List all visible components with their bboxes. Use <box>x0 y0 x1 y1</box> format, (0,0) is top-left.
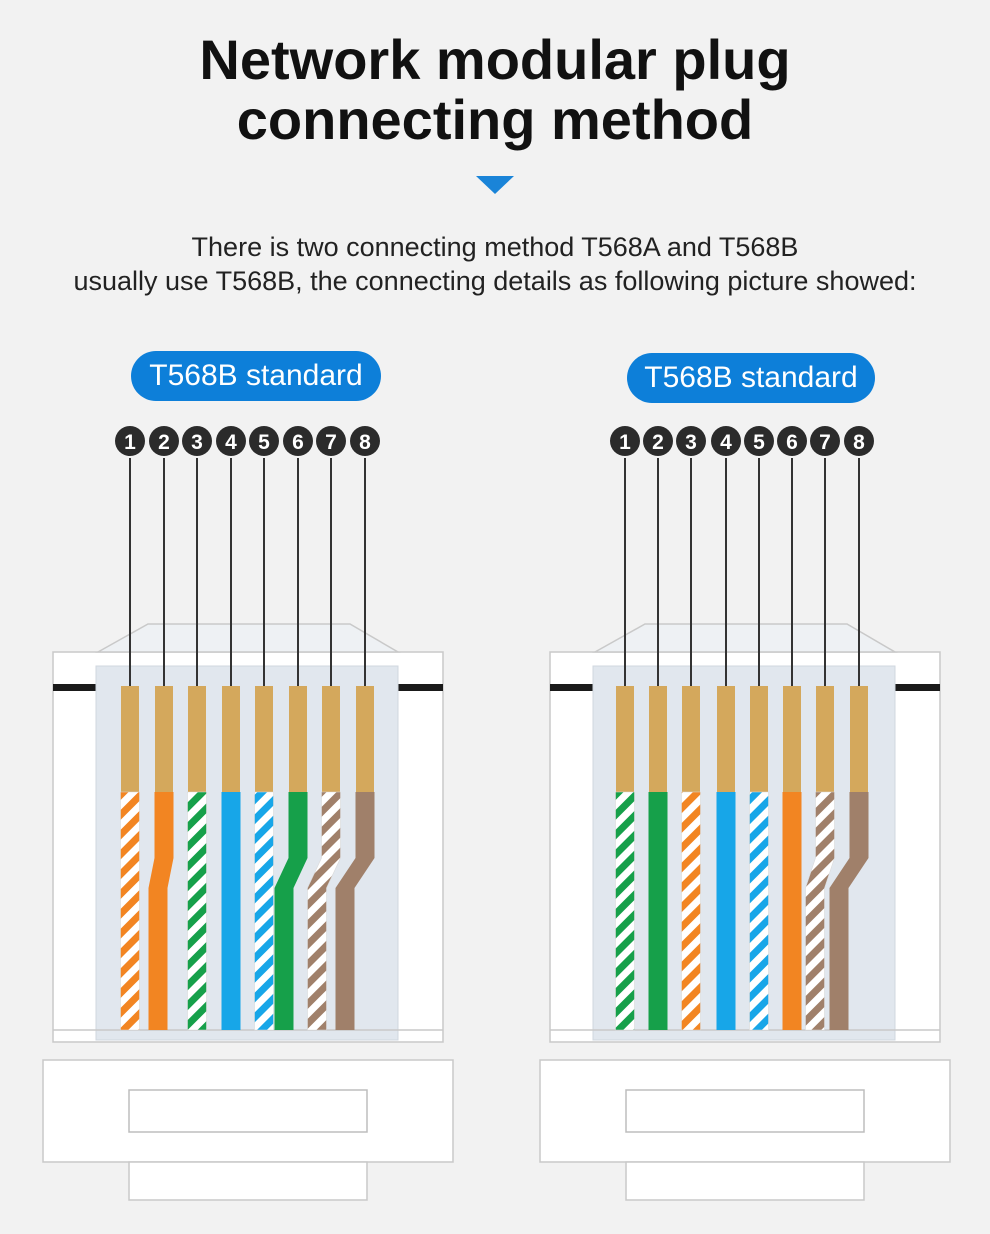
wire-2 <box>648 792 668 1030</box>
wire-4 <box>221 792 241 1030</box>
pin-number-label: 6 <box>292 431 304 454</box>
pin-number-circle <box>676 426 706 456</box>
description-line-2: usually use T568B, the connecting detail… <box>73 266 917 296</box>
gold-contact <box>717 686 735 792</box>
pin-number-circle <box>283 426 313 456</box>
page-title: Network modular plug connecting method <box>0 30 990 150</box>
plug-top-ridge <box>95 623 401 653</box>
gold-contact <box>155 686 173 792</box>
pin-number-circle <box>149 426 179 456</box>
wire-5 <box>254 791 274 1031</box>
gold-contact <box>222 686 240 792</box>
wire-1 <box>120 791 140 1031</box>
pin-number-circle <box>711 426 741 456</box>
plug-boot-slot <box>128 1089 368 1133</box>
wire-5 <box>749 791 769 1031</box>
pin-number-label: 5 <box>753 431 765 454</box>
gold-contact <box>816 686 834 792</box>
wire-4 <box>716 792 736 1030</box>
wire-2 <box>148 792 174 1030</box>
description: There is two connecting method T568A and… <box>0 230 990 298</box>
pin-number-circle <box>115 426 145 456</box>
plug-cable-sleeve <box>128 1161 368 1201</box>
plug-cable-sleeve <box>625 1161 865 1201</box>
wire-6 <box>274 792 308 1030</box>
gold-contact <box>356 686 374 792</box>
gold-contact <box>616 686 634 792</box>
gold-contact <box>188 686 206 792</box>
pin-number-label: 4 <box>225 431 237 454</box>
gold-contact <box>322 686 340 792</box>
pin-number-label: 3 <box>191 431 203 454</box>
wire-8 <box>829 792 869 1030</box>
wire-3 <box>187 791 207 1031</box>
title-line-1: Network modular plug <box>199 28 791 91</box>
pin-number-circle <box>249 426 279 456</box>
pin-number-label: 3 <box>685 431 697 454</box>
plug-top-ridge <box>592 623 898 653</box>
pin-number-label: 2 <box>652 431 664 454</box>
gold-contact <box>682 686 700 792</box>
gold-contact <box>121 686 139 792</box>
chevron-down-icon <box>476 176 514 194</box>
pin-number-label: 7 <box>819 431 831 454</box>
pin-number-circle <box>316 426 346 456</box>
pin-number-label: 4 <box>720 431 732 454</box>
gold-contact <box>783 686 801 792</box>
wire-6 <box>782 792 802 1030</box>
pin-number-label: 8 <box>853 431 865 454</box>
pin-number-circle <box>777 426 807 456</box>
pin-number-circle <box>216 426 246 456</box>
gold-contact <box>289 686 307 792</box>
pin-number-label: 7 <box>325 431 337 454</box>
gold-contact <box>850 686 868 792</box>
pin-number-label: 8 <box>359 431 371 454</box>
pin-number-label: 1 <box>619 431 631 454</box>
pin-number-label: 6 <box>786 431 798 454</box>
wire-7 <box>307 791 341 1031</box>
plug-boot-slot <box>625 1089 865 1133</box>
pin-number-circle <box>744 426 774 456</box>
gold-contact <box>255 686 273 792</box>
pin-number-circle <box>610 426 640 456</box>
wire-1 <box>615 791 635 1031</box>
pin-number-circle <box>182 426 212 456</box>
description-line-1: There is two connecting method T568A and… <box>191 232 799 262</box>
wire-3 <box>681 791 701 1031</box>
title-line-2: connecting method <box>236 88 754 151</box>
pin-number-label: 5 <box>258 431 270 454</box>
gold-contact <box>649 686 667 792</box>
standard-badge-left: T568B standard <box>131 351 381 401</box>
gold-contact <box>750 686 768 792</box>
pin-number-circle <box>643 426 673 456</box>
pin-number-circle <box>844 426 874 456</box>
pin-number-circle <box>810 426 840 456</box>
pin-number-label: 1 <box>124 431 136 454</box>
wire-7 <box>805 791 835 1031</box>
pin-number-label: 2 <box>158 431 170 454</box>
pin-number-circle <box>350 426 380 456</box>
standard-badge-right: T568B standard <box>627 353 875 403</box>
wire-8 <box>335 792 375 1030</box>
